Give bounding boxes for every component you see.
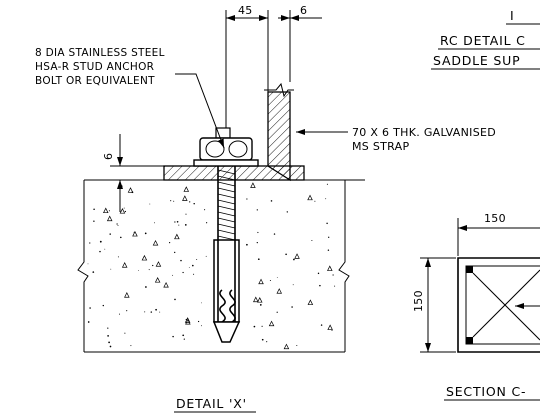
anchor-bolt bbox=[193, 127, 259, 343]
section-width-label: 150 bbox=[484, 212, 506, 225]
section-c: 150 150 SECTION C- bbox=[412, 212, 540, 401]
section-title: SECTION C- bbox=[446, 384, 526, 399]
strap-note-line-1: 70 X 6 THK. GALVANISED bbox=[352, 126, 496, 139]
detail-title-group: DETAIL 'X' bbox=[174, 396, 256, 413]
anchor-note-line-2: HSA-R STUD ANCHOR bbox=[35, 61, 154, 73]
anchor-note-line-3: BOLT OR EQUIVALENT bbox=[35, 75, 155, 87]
concrete-aggregate bbox=[87, 182, 336, 350]
galvanised-strap bbox=[264, 82, 294, 182]
strap-note-line-2: MS STRAP bbox=[352, 140, 409, 153]
dimension-6-plate: 6 bbox=[102, 134, 164, 212]
dim-6-strap-label: 6 bbox=[300, 4, 307, 17]
strap-note: 70 X 6 THK. GALVANISED MS STRAP bbox=[296, 126, 496, 153]
anchor-note: 8 DIA STAINLESS STEEL HSA-R STUD ANCHOR … bbox=[35, 47, 225, 149]
title-line-3: SADDLE SUP bbox=[433, 53, 520, 68]
dimension-45: 45 bbox=[225, 4, 269, 128]
section-height-label: 150 bbox=[412, 290, 425, 312]
anchor-note-line-1: 8 DIA STAINLESS STEEL bbox=[35, 47, 165, 59]
detail-title: DETAIL 'X' bbox=[176, 396, 247, 411]
title-block: I RC DETAIL C SADDLE SUP bbox=[431, 8, 540, 70]
dim-45-label: 45 bbox=[238, 4, 253, 17]
title-line-2: RC DETAIL C bbox=[440, 33, 526, 48]
title-line-1: I bbox=[510, 8, 515, 23]
concrete-block bbox=[77, 179, 365, 353]
dimension-6-strap: 6 bbox=[278, 4, 322, 82]
dim-6-plate-label: 6 bbox=[102, 153, 115, 160]
bolt-threads bbox=[217, 169, 236, 241]
